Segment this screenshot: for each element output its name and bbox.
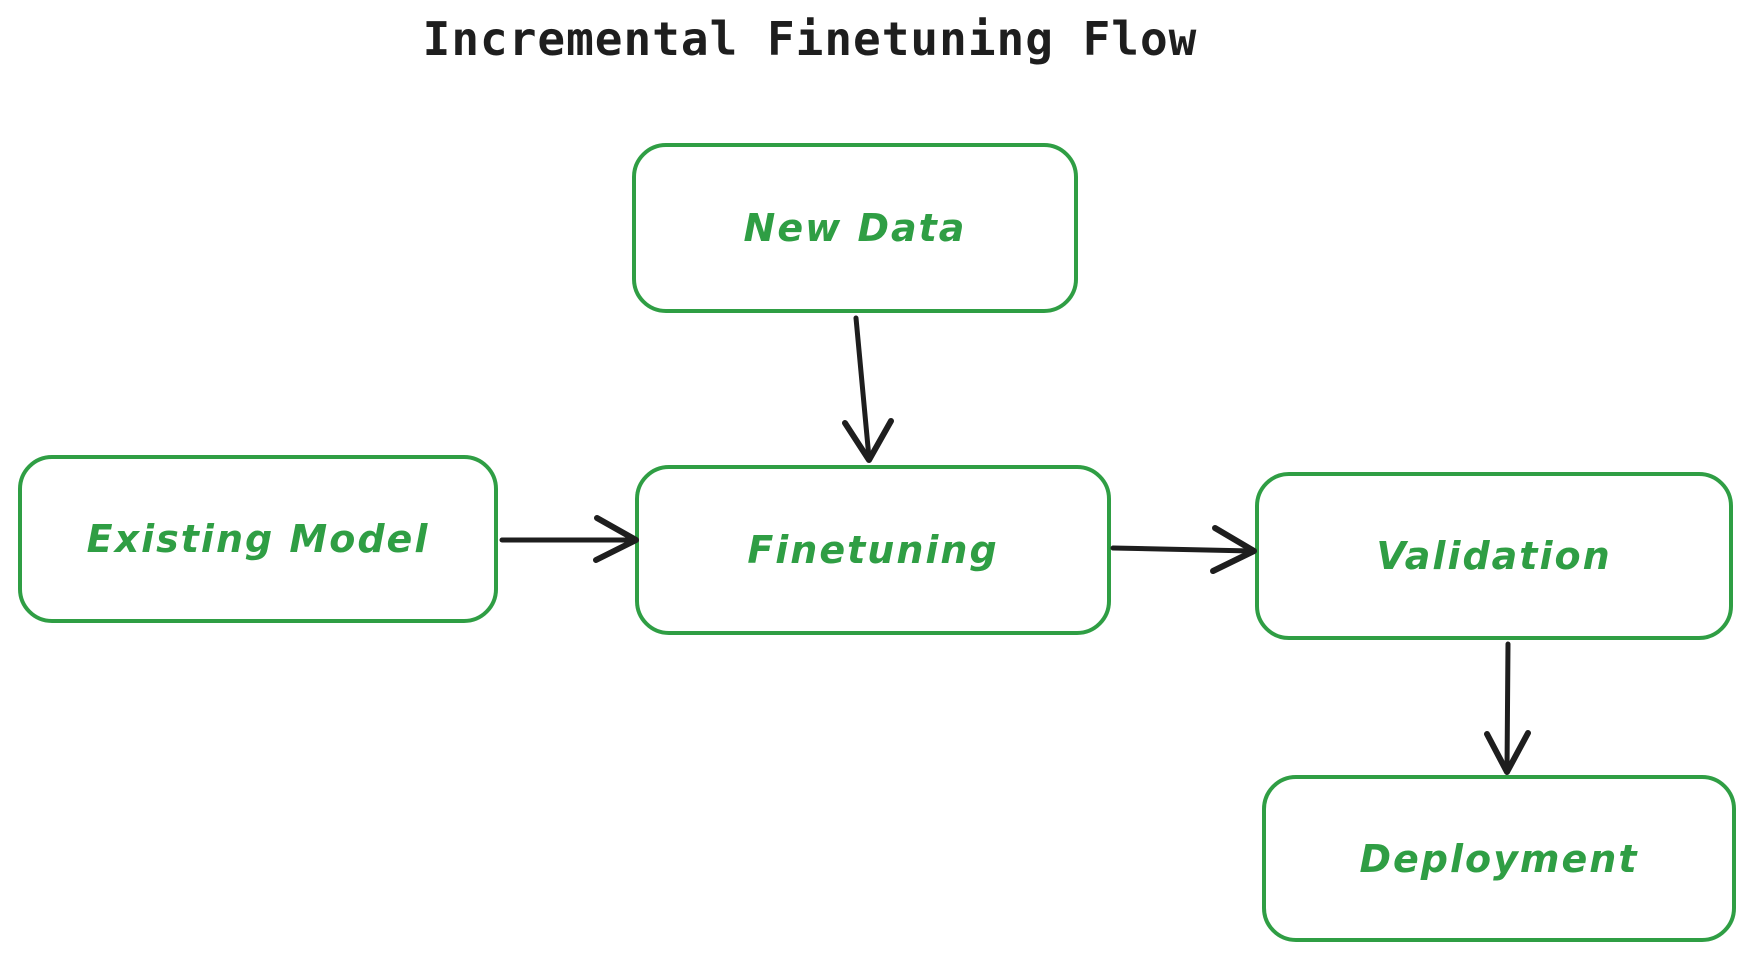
arrow-validation-to-deployment xyxy=(1484,641,1531,775)
node-existing-model: Existing Model xyxy=(18,455,498,623)
node-validation: Validation xyxy=(1255,472,1733,640)
node-new-data: New Data xyxy=(632,143,1078,313)
node-finetuning-label: Finetuning xyxy=(747,528,999,572)
arrow-existing-model-to-finetuning xyxy=(499,515,639,563)
arrow-new-data-to-finetuning xyxy=(842,315,894,463)
node-existing-model-label: Existing Model xyxy=(86,517,430,561)
node-deployment: Deployment xyxy=(1262,775,1736,942)
arrow-finetuning-to-validation xyxy=(1110,525,1257,574)
node-finetuning: Finetuning xyxy=(635,465,1111,635)
node-deployment-label: Deployment xyxy=(1359,836,1639,881)
node-new-data-label: New Data xyxy=(743,206,967,250)
diagram-title: Incremental Finetuning Flow xyxy=(422,12,1198,66)
node-validation-label: Validation xyxy=(1376,534,1612,578)
